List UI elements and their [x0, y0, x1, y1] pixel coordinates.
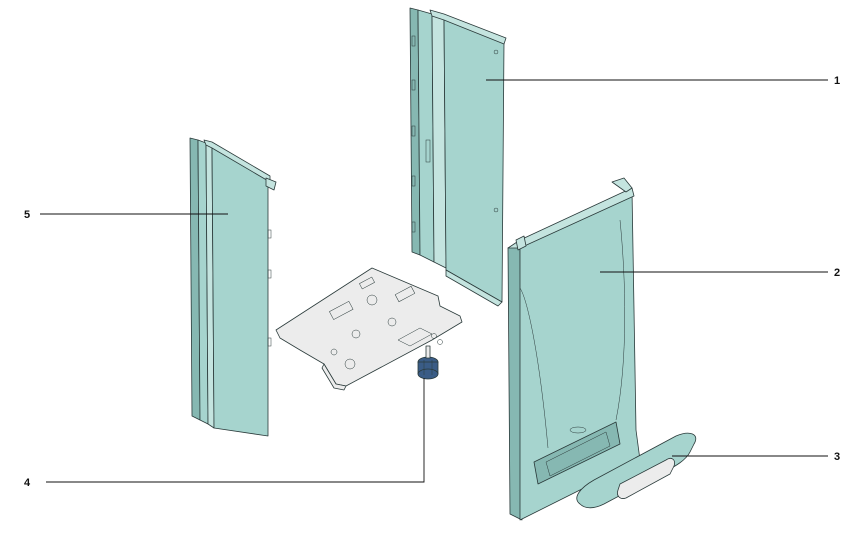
- callout-label-1: 1: [834, 75, 840, 87]
- callout-label-4: 4: [24, 477, 31, 489]
- callout-label-3: 3: [834, 451, 840, 463]
- callout-5: 5: [24, 209, 228, 221]
- callout-3: 3: [672, 451, 840, 463]
- callout-1: 1: [486, 75, 840, 87]
- front-casing-icon: [507, 177, 641, 521]
- mounting-bracket-icon: [275, 267, 463, 391]
- callout-2: 2: [600, 267, 840, 279]
- knob-icon: [417, 345, 439, 380]
- control-fascia-icon: [576, 432, 697, 509]
- callout-4: 4: [24, 378, 425, 489]
- callout-label-2: 2: [834, 267, 840, 279]
- side-panel-icon: [189, 137, 277, 437]
- callout-label-5: 5: [24, 209, 30, 221]
- rear-panel-icon: [409, 7, 507, 307]
